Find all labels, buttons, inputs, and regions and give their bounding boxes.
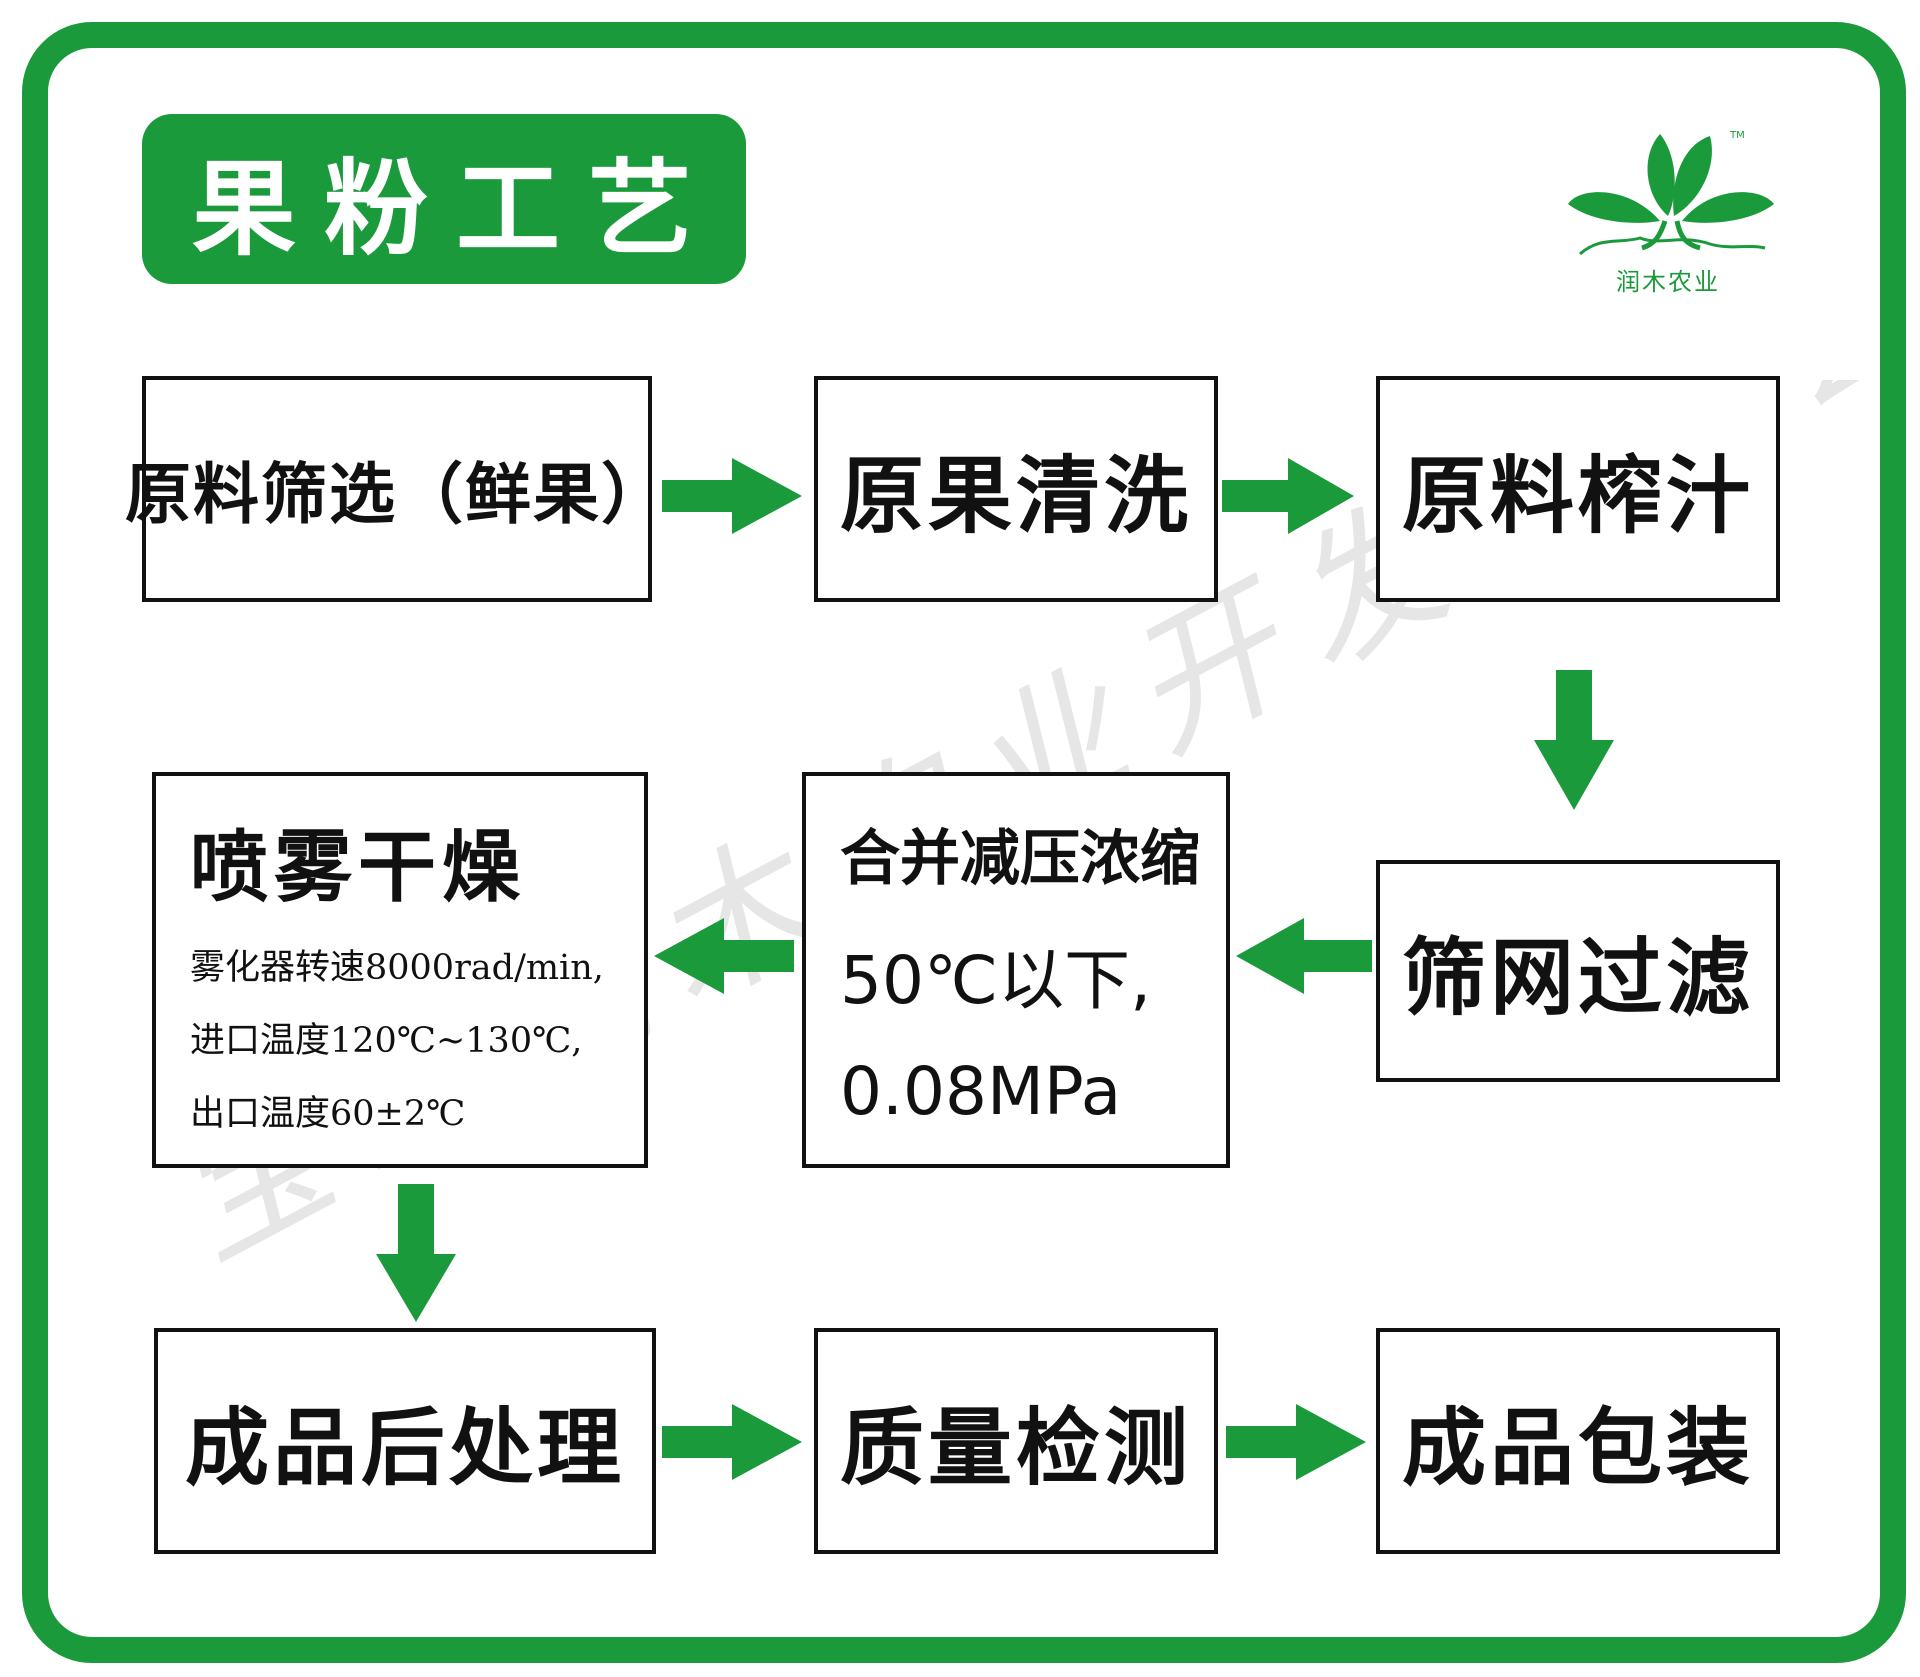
- arrow-right-icon: [662, 458, 802, 534]
- step-vacuum-concentration: 合并减压浓缩 50℃以下, 0.08MPa: [802, 772, 1230, 1168]
- step-label: 成品后处理: [184, 1397, 625, 1497]
- step-spray-drying: 喷雾干燥 雾化器转速8000rad/min, 进口温度120℃~130℃, 出口…: [152, 772, 648, 1168]
- step-screen-filtering: 筛网过滤: [1376, 860, 1780, 1082]
- step-label: 原料榨汁: [1401, 445, 1754, 545]
- step-raw-material-screening: 原料筛选（鲜果）: [125, 376, 667, 602]
- arrow-down-icon: [376, 1184, 456, 1322]
- step-post-processing: 成品后处理: [154, 1328, 656, 1554]
- logo-caption: 润木农业: [1616, 268, 1720, 296]
- trademark: TM: [1729, 130, 1745, 141]
- step-label: 原果清洗: [839, 445, 1192, 545]
- arrow-right-icon: [662, 1404, 802, 1480]
- step-packaging: 成品包装: [1376, 1328, 1780, 1554]
- step-detail: 出口温度60±2℃: [190, 1093, 466, 1134]
- step-label: 成品包装: [1401, 1397, 1754, 1497]
- arrow-right-icon: [1226, 1404, 1366, 1480]
- step-detail: 雾化器转速8000rad/min,: [190, 947, 604, 988]
- step-label: 筛网过滤: [1401, 927, 1754, 1027]
- step-heading: 合并减压浓缩: [840, 824, 1200, 894]
- step-label: 质量检测: [839, 1397, 1192, 1497]
- step-detail: 50℃以下,: [840, 942, 1152, 1019]
- step-detail: 进口温度120℃~130℃,: [190, 1020, 583, 1061]
- step-heading: 喷雾干燥: [190, 821, 527, 913]
- step-juicing: 原料榨汁: [1376, 376, 1780, 602]
- step-label: 原料筛选（鲜果）: [125, 455, 669, 533]
- arrow-right-icon: [1222, 458, 1354, 534]
- logo: TM: [1568, 130, 1774, 256]
- step-detail: 0.08MPa: [840, 1053, 1122, 1130]
- step-fruit-washing: 原果清洗: [814, 376, 1218, 602]
- arrow-left-icon: [654, 918, 794, 994]
- page-title: 果粉工艺: [142, 114, 746, 284]
- step-quality-inspection: 质量检测: [814, 1328, 1218, 1554]
- three-leaf-sprout-icon: [1568, 134, 1774, 256]
- arrow-down-icon: [1534, 670, 1614, 810]
- arrow-left-icon: [1236, 918, 1372, 994]
